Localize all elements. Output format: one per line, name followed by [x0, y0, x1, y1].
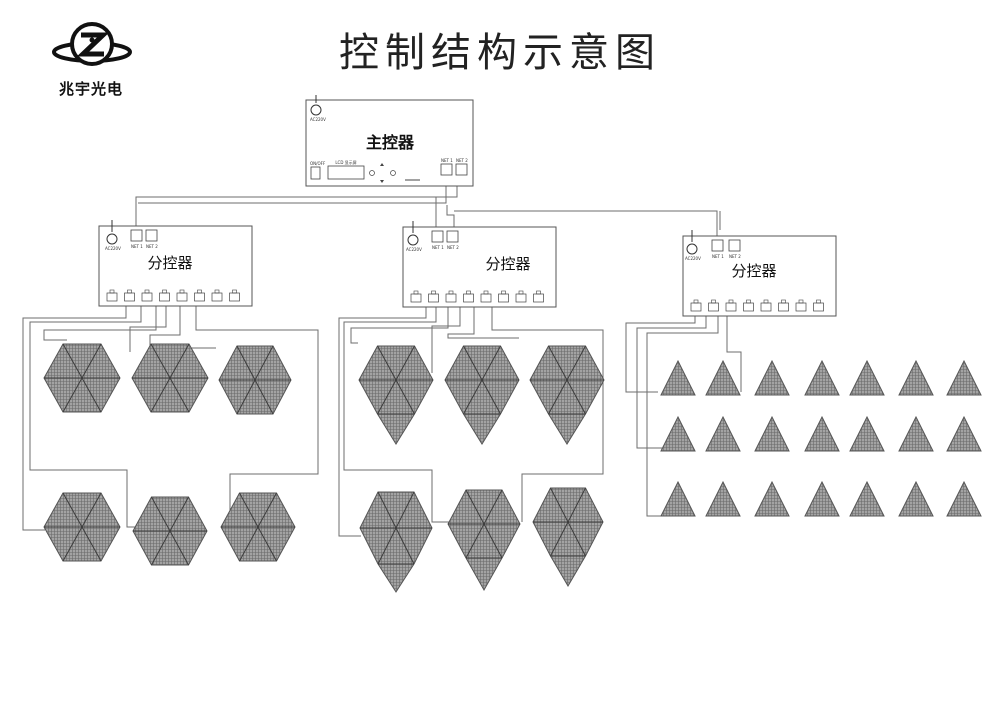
diamond-panel-6 — [532, 487, 604, 587]
sub-controller-3: AC220V NET 1 NET 2 分控器 — [682, 230, 837, 317]
hexagon-panel-2 — [131, 343, 209, 413]
triangle-panel-10 — [754, 415, 790, 452]
main-net-ports: NET 1 NET 2 — [440, 158, 468, 176]
sub-controller-box — [402, 226, 557, 308]
triangle-panel-4 — [804, 359, 840, 396]
diamond-panel-1 — [358, 345, 434, 445]
wire-4 — [454, 210, 718, 236]
main-controller-label: 主控器 — [366, 133, 415, 152]
hexagon-panel-1 — [43, 343, 121, 413]
triangle-panel-13 — [898, 415, 934, 452]
diamond-panel-2 — [444, 345, 520, 445]
power-plug-icon — [686, 230, 698, 255]
wire-9 — [129, 305, 167, 352]
diagram-title: 控制结构示意图 — [339, 30, 661, 76]
net-port-1-label: NET 1 — [441, 158, 453, 163]
sub-controller-label: 分控器 — [731, 262, 776, 280]
wire-2 — [435, 196, 457, 228]
power-switch-label: ON/OFF — [310, 161, 326, 166]
sub-controller-label: 分控器 — [485, 255, 530, 273]
power-plug-icon — [106, 220, 118, 245]
diamond-panel-4 — [359, 491, 433, 593]
net-port-2-label: NET 2 — [729, 254, 741, 259]
diamond-panel-5 — [447, 489, 521, 592]
power-plug-icon — [407, 221, 419, 246]
triangle-panel-11 — [804, 415, 840, 452]
triangle-panel-1 — [660, 359, 696, 396]
triangle-panel-15 — [660, 480, 696, 517]
net-port-1-icon — [711, 239, 724, 252]
wire-13 — [343, 305, 452, 523]
triangle-panel-18 — [804, 480, 840, 517]
wire-7 — [29, 305, 142, 528]
main-controller-box — [305, 99, 474, 187]
net-port-2-label: NET 2 — [456, 158, 468, 163]
lcd-label: LCD 显示屏 — [335, 159, 356, 165]
sub-power-label: AC220V — [406, 247, 422, 252]
triangle-panel-6 — [898, 359, 934, 396]
wire-12 — [338, 305, 427, 537]
net-port-1-icon — [130, 229, 143, 242]
led-panels — [43, 343, 982, 593]
net-port-1-icon — [440, 163, 453, 176]
hexagon-panel-6 — [220, 492, 296, 562]
sub-controller-label: 分控器 — [147, 254, 192, 272]
wire-3 — [446, 205, 455, 234]
triangle-panel-8 — [660, 415, 696, 452]
net-port-2-icon — [145, 229, 158, 242]
triangle-panel-7 — [946, 359, 982, 396]
triangle-panel-9 — [705, 415, 741, 452]
net-port-2-icon — [455, 163, 468, 176]
wire-20 — [646, 314, 719, 517]
zhaoyu-logo — [52, 22, 132, 66]
wire-15 — [431, 305, 461, 373]
net-port-2-icon — [728, 239, 741, 252]
net-port-2-label: NET 2 — [146, 244, 158, 249]
main-power-label: AC220V — [310, 117, 326, 122]
hexagon-panel-4 — [43, 492, 121, 562]
wire-19 — [636, 314, 707, 449]
sub-power-label: AC220V — [685, 256, 701, 261]
main-controller: AC220V 主控器 ON/OFF LCD 显示屏 NET 1 NET 2 — [305, 95, 474, 187]
hexagon-panel-5 — [132, 496, 208, 566]
power-plug-icon — [310, 95, 322, 116]
lcd-screen — [327, 165, 365, 180]
brand-name: 兆宇光电 — [59, 80, 123, 98]
diamond-panel-3 — [529, 345, 605, 445]
wire-1 — [138, 186, 447, 204]
triangle-panel-3 — [754, 359, 790, 396]
menu-buttons — [369, 163, 396, 183]
triangle-panel-2 — [705, 359, 741, 396]
triangle-panel-12 — [849, 415, 885, 452]
triangle-panel-20 — [898, 480, 934, 517]
wire-16 — [447, 305, 519, 339]
hexagon-panel-3 — [218, 345, 292, 415]
wire-8 — [43, 305, 157, 341]
brand-logo: 兆宇光电 — [52, 22, 132, 98]
sub-power-label: AC220V — [105, 246, 121, 251]
net-port-1-icon — [431, 230, 444, 243]
net-port-2-icon — [446, 230, 459, 243]
wire-21 — [726, 314, 742, 392]
net-port-2-label: NET 2 — [447, 245, 459, 250]
wire-14 — [350, 305, 449, 344]
wire-6 — [22, 305, 127, 531]
power-switch — [310, 166, 321, 180]
wire-17 — [491, 305, 604, 522]
triangle-panel-16 — [705, 480, 741, 517]
wire-11 — [195, 305, 319, 527]
net-port-1-label: NET 1 — [131, 244, 143, 249]
net-port-1-label: NET 1 — [712, 254, 724, 259]
triangle-panel-17 — [754, 480, 790, 517]
triangle-panel-19 — [849, 480, 885, 517]
connection-wires — [22, 175, 742, 537]
triangle-panel-14 — [946, 415, 982, 452]
triangle-panel-5 — [849, 359, 885, 396]
triangle-panel-21 — [946, 480, 982, 517]
net-port-1-label: NET 1 — [432, 245, 444, 250]
